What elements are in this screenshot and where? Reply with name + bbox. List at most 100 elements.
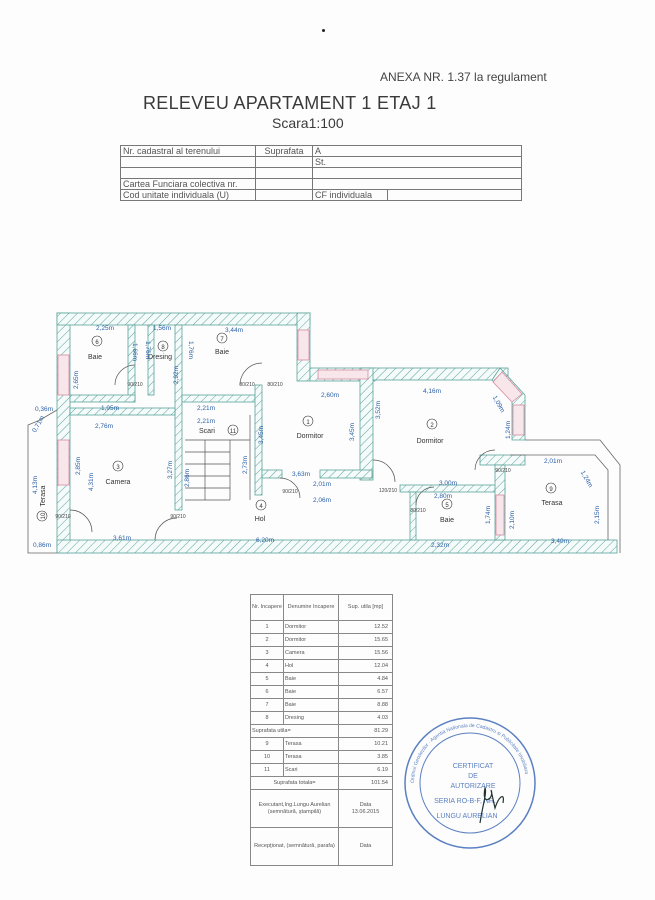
dimension: 2,15m: [594, 506, 601, 524]
room-number: 9: [549, 487, 553, 493]
door-swings: [69, 362, 496, 541]
room-name: Camera: [283, 646, 339, 660]
dimension: 2,80m: [434, 493, 452, 500]
stamp-text: LUNGU AURELIAN: [436, 813, 497, 820]
room-number: 5: [445, 503, 449, 509]
dimension: 1,95m: [101, 405, 119, 412]
dimension: 2,21m: [197, 418, 215, 425]
total-area-value: 101.54: [338, 776, 393, 790]
room-number: 11: [230, 429, 237, 435]
room-area: 6.57: [338, 685, 393, 699]
empty-cell: [387, 189, 522, 201]
room-area: 12.04: [338, 659, 393, 673]
room-name: Terasa: [283, 750, 339, 764]
dimension: 4,13m: [32, 476, 39, 494]
room-name: Baie: [88, 354, 102, 361]
door-size: 90/210: [55, 514, 71, 520]
walls: [56, 312, 618, 554]
executant: Executant,Ing.Lungu Aurelian (semnătură,…: [250, 789, 339, 828]
dimension: 1,74m: [485, 506, 492, 524]
document-title: RELEVEU APARTAMENT 1 ETAJ 1: [143, 93, 437, 113]
room-area: 4.03: [338, 711, 393, 725]
dimension: 3,00m: [439, 480, 457, 487]
dimension: 3,27m: [167, 461, 174, 479]
dimension: 1,76m: [144, 341, 151, 359]
dimension: 2,73m: [242, 456, 249, 474]
dimension: 2,01m: [544, 458, 562, 465]
dimension: 1,09m: [491, 395, 506, 414]
dimension: 3,45m: [349, 423, 356, 441]
dimension: 1,24m: [579, 470, 594, 489]
room-name: Dresing: [148, 354, 172, 361]
room-name: Terasa: [283, 737, 339, 751]
header-name: Denumire Incapere: [283, 594, 339, 621]
room-number: 6: [250, 685, 284, 699]
room-name: Terasa: [541, 500, 562, 507]
room-number: 5: [250, 672, 284, 686]
room-number: 10: [41, 512, 47, 519]
door-size: 80/210: [239, 382, 255, 388]
dimension-labels: 2,25m 1,56m 3,44m 2,65m 1,66m 1,76m 1,76…: [31, 325, 601, 549]
dimension: 2,85m: [75, 457, 82, 475]
stamp-text: AUTORIZARE: [451, 783, 496, 790]
room-name: Dresing: [283, 711, 339, 725]
dimension: 2,10m: [509, 511, 516, 529]
door-size: 90/210: [127, 382, 143, 388]
dimension: 0,71m: [31, 415, 46, 434]
room-name: Dormitor: [417, 438, 445, 445]
room-area: 10.21: [338, 737, 393, 751]
room-name: Dormitor: [297, 433, 325, 440]
total-area-label: Suprafata totala=: [250, 776, 339, 790]
room-name: Baie: [215, 349, 229, 356]
door-labels: 90/210 80/210 80/210 90/210 90/210 90/21…: [55, 382, 511, 520]
room-name: Baie: [283, 672, 339, 686]
dimension: 0,86m: [33, 542, 51, 549]
dimension: 2,92m: [173, 366, 180, 384]
dimension: 2,60m: [321, 392, 339, 399]
windows: [57, 329, 525, 536]
room-number: 10: [250, 750, 284, 764]
door-size: 90/210: [495, 468, 511, 474]
room-number: 2: [430, 423, 434, 429]
room-number: 1: [306, 420, 310, 426]
dimension: 2,25m: [96, 325, 114, 332]
room-number: 6: [95, 340, 99, 346]
room-name: Baie: [283, 698, 339, 712]
dimension: 3,63m: [292, 471, 310, 478]
dimension: 2,86m: [184, 469, 191, 487]
room-number: 4: [259, 504, 263, 510]
stamp-text: CERTIFICAT: [453, 763, 494, 770]
reception-date-label: Data: [338, 827, 393, 866]
room-area: 12.52: [338, 620, 393, 634]
scan-dot: [322, 29, 325, 32]
door-size: 120/210: [379, 488, 397, 494]
dimension: 2,06m: [313, 497, 331, 504]
room-name: Dormitor: [283, 620, 339, 634]
dimension: 0,36m: [35, 406, 53, 413]
address-st: St.: [312, 156, 522, 168]
useful-area-value: 81.29: [338, 724, 393, 738]
dimension: 2,76m: [95, 423, 113, 430]
scale-label: Scara1:100: [272, 115, 344, 131]
dimension: 2,01m: [313, 481, 331, 488]
room-name: Camera: [106, 479, 131, 486]
door-size: 90/210: [170, 514, 186, 520]
useful-area-label: Suprafata utila=: [250, 724, 339, 738]
stamp-text: SERIA RO-B-F, NR.: [434, 798, 496, 805]
room-number: 9: [250, 737, 284, 751]
